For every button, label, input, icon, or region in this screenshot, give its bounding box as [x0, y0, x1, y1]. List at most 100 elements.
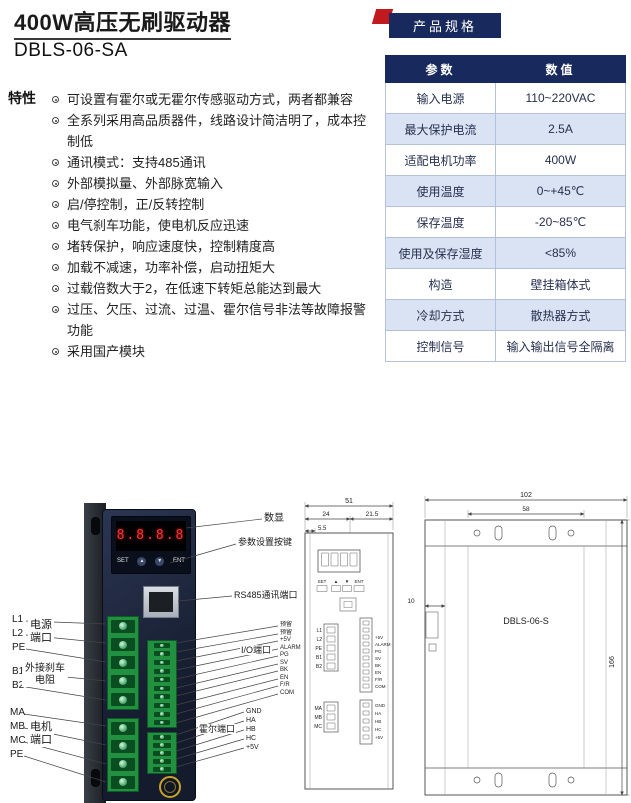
io-pin-name: COM — [280, 689, 294, 696]
svg-text:+5V: +5V — [375, 735, 383, 740]
feature-item: 过载倍数大于2，在低速下转矩总能达到最大 — [52, 278, 376, 299]
side-view-drawing: 102 58 10 DBLS-06-S 166 — [407, 492, 630, 796]
terminal-pin — [153, 750, 171, 756]
feature-text: 外部模拟量、外部脉宽输入 — [67, 176, 224, 191]
front-io-connector — [359, 617, 373, 693]
feature-item: 全系列采用高品质器件，线路设计简洁明了，成本控制低 — [52, 110, 376, 152]
feature-item: 加载不减速，功率补偿，启动扭矩大 — [52, 257, 376, 278]
svg-text:B2: B2 — [316, 664, 322, 670]
svg-text:▼: ▼ — [345, 579, 349, 584]
keys-callout: 参数设置按键 — [238, 537, 293, 547]
io-pin-name: 预留 — [280, 629, 293, 636]
front-motor-connector — [323, 701, 339, 733]
terminal-pin — [154, 677, 170, 683]
terminal-pin — [153, 742, 171, 748]
terminal-pin — [111, 619, 135, 633]
pin-label-b2: B2 — [12, 680, 25, 691]
feature-item: 启/停控制，正/反转控制 — [52, 194, 376, 215]
spec-row: 构造壁挂箱体式 — [385, 268, 626, 300]
feature-text: 采用国产模块 — [67, 344, 146, 359]
hall-pin-name: GND — [246, 708, 262, 715]
io-pin-name: ALARM — [280, 644, 301, 651]
front-view-drawing: 51 24 21.5 5.5 SET ▲ ▼ ENT L1 L2 PE B1 B… — [304, 498, 394, 790]
terminal-pin — [154, 685, 170, 691]
svg-text:MA: MA — [315, 706, 323, 712]
bullet-icon — [52, 306, 59, 313]
terminal-pin — [154, 711, 170, 717]
terminal-pin — [111, 757, 135, 771]
display-callout: 数显 — [264, 513, 284, 524]
rj45-socket — [149, 592, 173, 612]
svg-text:+5V: +5V — [375, 635, 383, 640]
spec-row: 保存温度-20~85℃ — [385, 206, 626, 238]
svg-text:SET: SET — [318, 579, 327, 584]
front-power-connector — [323, 623, 339, 672]
extension-lines — [304, 502, 394, 533]
svg-text:B1: B1 — [316, 655, 322, 661]
spec-col-value: 数值 — [495, 55, 626, 83]
mounting-slot — [91, 517, 100, 535]
spec-param: 冷却方式 — [385, 299, 496, 331]
pin-label-pe2: PE — [10, 749, 24, 760]
feature-item: 电气刹车功能，使电机反应迅速 — [52, 215, 376, 236]
terminal-pin — [154, 651, 170, 657]
digital-display-module: 8.8.8.8 SET ▲ ▼ ENT — [111, 516, 191, 574]
dim-width: 51 — [345, 498, 353, 505]
spec-header-row: 参数 数值 — [385, 55, 626, 83]
feature-text: 通讯模式：支持485通讯 — [67, 155, 206, 170]
display-digits-cells — [321, 552, 358, 567]
terminal-pin — [154, 720, 170, 726]
spec-param: 使用及保存湿度 — [385, 237, 496, 269]
hall-pin-name: HA — [246, 717, 256, 724]
mounting-slot — [91, 769, 100, 787]
io-pin-name: 预留 — [280, 622, 293, 628]
pin-label-b1: B1 — [12, 666, 25, 677]
feature-text: 可设置有霍尔或无霍尔传感驱动方式，两者都兼容 — [67, 92, 354, 107]
side-outline — [424, 519, 628, 796]
svg-text:EN: EN — [375, 670, 381, 675]
front-motor-pin-labels: MA MB MC — [314, 706, 322, 730]
motor-terminal-block — [107, 718, 139, 792]
model-number: DBLS-06-SA — [14, 40, 128, 61]
spec-row: 控制信号输入输出信号全隔离 — [385, 330, 626, 362]
rs485-rj45-port — [143, 586, 179, 618]
svg-text:ALARM: ALARM — [375, 642, 391, 647]
bullet-icon — [52, 285, 59, 292]
bullet-icon — [52, 201, 59, 208]
feature-text: 加载不减速，功率补偿，启动扭矩大 — [67, 260, 276, 275]
feature-text: 启/停控制，正/反转控制 — [67, 197, 205, 212]
terminal-pin — [154, 659, 170, 665]
spec-value: <85% — [495, 237, 626, 269]
io-pin-name: +5V — [280, 637, 291, 643]
motor-port-label: 电机端口 — [28, 721, 54, 747]
spec-param: 使用温度 — [385, 175, 496, 207]
power-port-label: 电源端口 — [28, 619, 54, 645]
display-outline — [317, 549, 361, 573]
hall-port-callout: 霍尔端口 — [198, 724, 237, 734]
svg-text:PE: PE — [315, 646, 322, 652]
terminal-pin — [111, 674, 135, 688]
side-connector-detail — [425, 611, 439, 639]
spec-badge: 产品规格 — [389, 13, 501, 38]
bullet-icon — [52, 180, 59, 187]
bullet-icon — [52, 159, 59, 166]
dim-inner: 58 — [522, 506, 530, 513]
io-pin-name: F/R — [280, 682, 290, 688]
hall-pin-names: GND HA HB HC +5V — [246, 707, 262, 752]
terminal-pin — [111, 656, 135, 670]
hall-terminal-block — [147, 732, 177, 774]
bullet-icon — [52, 348, 59, 355]
spec-param: 保存温度 — [385, 206, 496, 238]
terminal-pin — [154, 668, 170, 674]
svg-text:L2: L2 — [316, 637, 322, 643]
dim-right: 21.5 — [366, 511, 379, 518]
svg-text:GND: GND — [375, 703, 386, 708]
terminal-pin — [111, 739, 135, 753]
feature-text: 电气刹车功能，使电机反应迅速 — [67, 218, 250, 233]
pin-label-ma: MA — [10, 707, 25, 718]
spec-param: 构造 — [385, 268, 496, 300]
terminal-pin — [153, 758, 171, 764]
front-key-buttons — [316, 585, 365, 592]
